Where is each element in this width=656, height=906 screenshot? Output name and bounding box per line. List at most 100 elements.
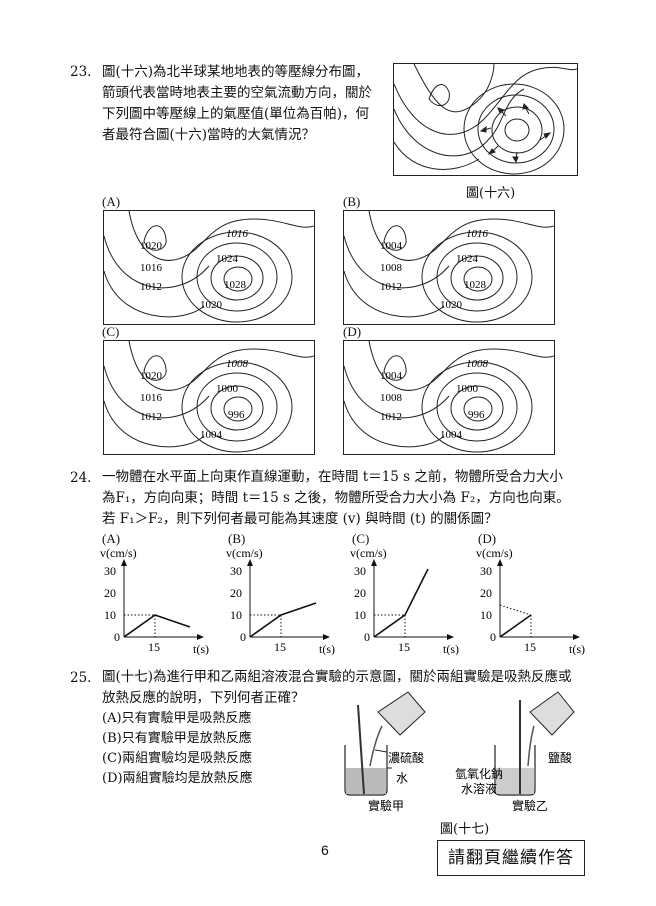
question-25-text: 圖(十七)為進行甲和乙兩組溶液混合實驗的示意圖，關於兩組實驗是吸熱反應或 放熱反… [102,667,592,709]
isobar-value: 996 [228,409,245,421]
option-d-label: (D) [343,324,362,339]
isobar-value: 1008 [466,358,489,370]
figure-17-caption: 圖(十七) [440,822,490,837]
exp1-acid-label: 濃硫酸 [388,750,424,765]
isobar-value: 1012 [140,411,162,423]
figure-16-caption: 圖(十六) [466,186,516,201]
isobar-value: 996 [468,409,485,421]
option-d[interactable]: (D)兩組實驗均是放熱反應 [102,771,253,786]
isobar-value: 1016 [466,228,489,240]
isobar-value: 1024 [216,253,239,265]
y-axis-label: v(cm/s) [350,546,387,560]
option-d-isobars: 1004 1008 1012 1008 1000 996 1004 [343,340,555,453]
experiment-b-drawing [494,691,575,796]
graph-d-label: (D) [478,531,497,546]
option-a-label: (A) [102,194,121,209]
option-a[interactable]: (A)只有實驗甲是吸熱反應 [102,711,252,726]
isobar-value: 1012 [140,281,162,293]
tick-label: 30 [480,564,492,578]
q25-options: (A)只有實驗甲是吸熱反應 (B)只有實驗甲是放熱反應 (C)兩組實驗均是吸熱反… [102,709,253,789]
isobar-value: 1008 [226,358,249,370]
tick-label: 0 [490,630,496,644]
tick-label: 0 [364,630,370,644]
tick-label: 10 [354,608,366,622]
tick-label: 20 [480,586,492,600]
q23-line: 圖(十六)為北半球某地地表的等壓線分布圖， [102,64,370,80]
tick-label: 15 [274,640,286,654]
q24-line: 一物體在水平面上向東作直線運動，在時間 t＝15 s 之前，物體所受合力大小 [102,469,563,485]
graph-a: v(cm/s) 30 20 10 0 15 t(s) [100,546,209,655]
graph-a-label: (A) [102,531,121,546]
graph-c-label: (C) [352,531,370,546]
q23-line: 箭頭代表當時地表主要的空氣流動方向，關於 [102,85,372,101]
tick-label: 30 [230,564,242,578]
isobar-value: 1028 [224,279,247,291]
x-axis-label: t(s) [443,642,459,655]
q23-line: 下列圖中等壓線上的氣壓值(單位為百帕)，何 [102,106,370,122]
isobar-value: 1004 [440,429,463,441]
isobar-value: 1020 [440,299,463,311]
isobar-value: 1012 [380,411,402,423]
question-24-text: 一物體在水平面上向東作直線運動，在時間 t＝15 s 之前，物體所受合力大小 為… [102,467,592,530]
option-a-map: 1020 1016 1012 1016 1024 1028 1020 [103,210,315,325]
tick-label: 20 [354,586,366,600]
tick-label: 0 [240,630,246,644]
tick-label: 20 [104,586,116,600]
option-b[interactable]: (B)只有實驗甲是放熱反應 [102,731,252,746]
tick-label: 30 [354,564,366,578]
figure-16-isobar-map [393,63,578,176]
x-axis-label: t(s) [319,642,335,655]
experiment-a-drawing [344,691,426,796]
tick-label: 15 [524,640,536,654]
y-axis-label: v(cm/s) [100,546,137,560]
option-c[interactable]: (C)兩組實驗均是吸熱反應 [102,751,253,766]
figure-17-experiments: 濃硫酸 水 實驗甲 鹽酸 氫氧化鈉 水溶液 實驗乙 [344,691,575,813]
option-a-isobars: 1020 1016 1012 1016 1024 1028 1020 [103,210,315,323]
isobar-value: 1016 [226,228,249,240]
footer-notice-box: 請翻頁繼續作答 [437,840,585,876]
tick-label: 30 [104,564,116,578]
x-axis-label: t(s) [193,642,209,655]
exp2-name: 實驗乙 [512,798,548,813]
isobar-value: 1016 [140,392,163,404]
graph-c: v(cm/s) 30 20 10 0 15 t(s) [350,546,459,655]
option-c-label: (C) [102,324,120,339]
question-25-number: 25. [70,670,92,686]
exp2-acid-label: 鹽酸 [548,750,572,765]
q23-line: 者最符合圖(十六)當時的大氣情況？ [102,127,316,143]
tick-label: 10 [230,608,242,622]
y-axis-label: v(cm/s) [226,546,263,560]
exp2-base-label: 氫氧化鈉 [455,766,503,781]
isobar-value: 1008 [380,262,403,274]
isobar-value: 1016 [140,262,163,274]
tick-label: 10 [480,608,492,622]
exp1-name: 實驗甲 [368,798,404,813]
tick-label: 20 [230,586,242,600]
isobar-value: 1020 [200,299,223,311]
q24-line: 為F₁，方向向東；時間 t＝15 s 之後，物體所受合力大小為 F₂，方向也向東… [102,490,570,506]
graph-b: v(cm/s) 30 20 10 0 15 t(s) [226,546,335,655]
option-b-isobars: 1004 1008 1012 1016 1024 1028 1020 [343,210,555,323]
tick-label: 15 [148,640,160,654]
x-axis-label: t(s) [569,642,585,655]
isobar-value: 1012 [380,281,402,293]
isobar-value: 1004 [200,429,223,441]
y-axis-label: v(cm/s) [476,546,513,560]
question-24-number: 24. [70,470,92,486]
option-b-label: (B) [343,194,361,209]
q25-line: 放熱反應的說明，下列何者正確？ [102,690,305,706]
isobar-value: 1008 [380,392,403,404]
tick-label: 10 [104,608,116,622]
isobar-value: 1000 [456,383,479,395]
exp2-base-label-2: 水溶液 [461,781,497,796]
question-23-text: 圖(十六)為北半球某地地表的等壓線分布圖， 箭頭代表當時地表主要的空氣流動方向，… [102,62,392,146]
graph-b-label: (B) [228,531,246,546]
question-23-number: 23. [70,64,92,80]
isobar-value: 1024 [456,253,479,265]
option-b-map: 1004 1008 1012 1016 1024 1028 1020 [343,210,555,325]
isobar-value: 1004 [380,240,403,252]
tick-label: 15 [398,640,410,654]
tick-label: 0 [114,630,120,644]
page-number: 6 [321,842,329,858]
isobar-value: 1028 [464,279,487,291]
